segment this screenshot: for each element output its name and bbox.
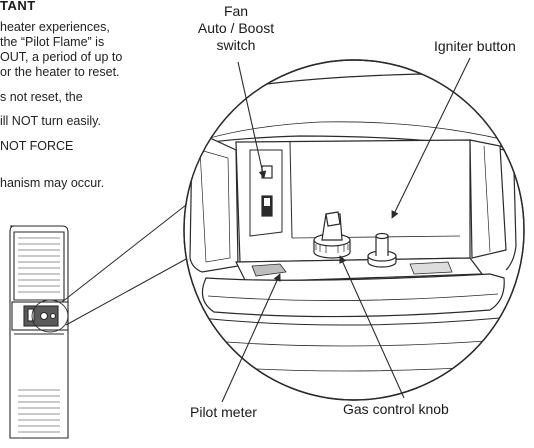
heater-unit (10, 226, 68, 438)
magnified-view (180, 60, 524, 400)
magnifier-connectors (62, 205, 188, 325)
